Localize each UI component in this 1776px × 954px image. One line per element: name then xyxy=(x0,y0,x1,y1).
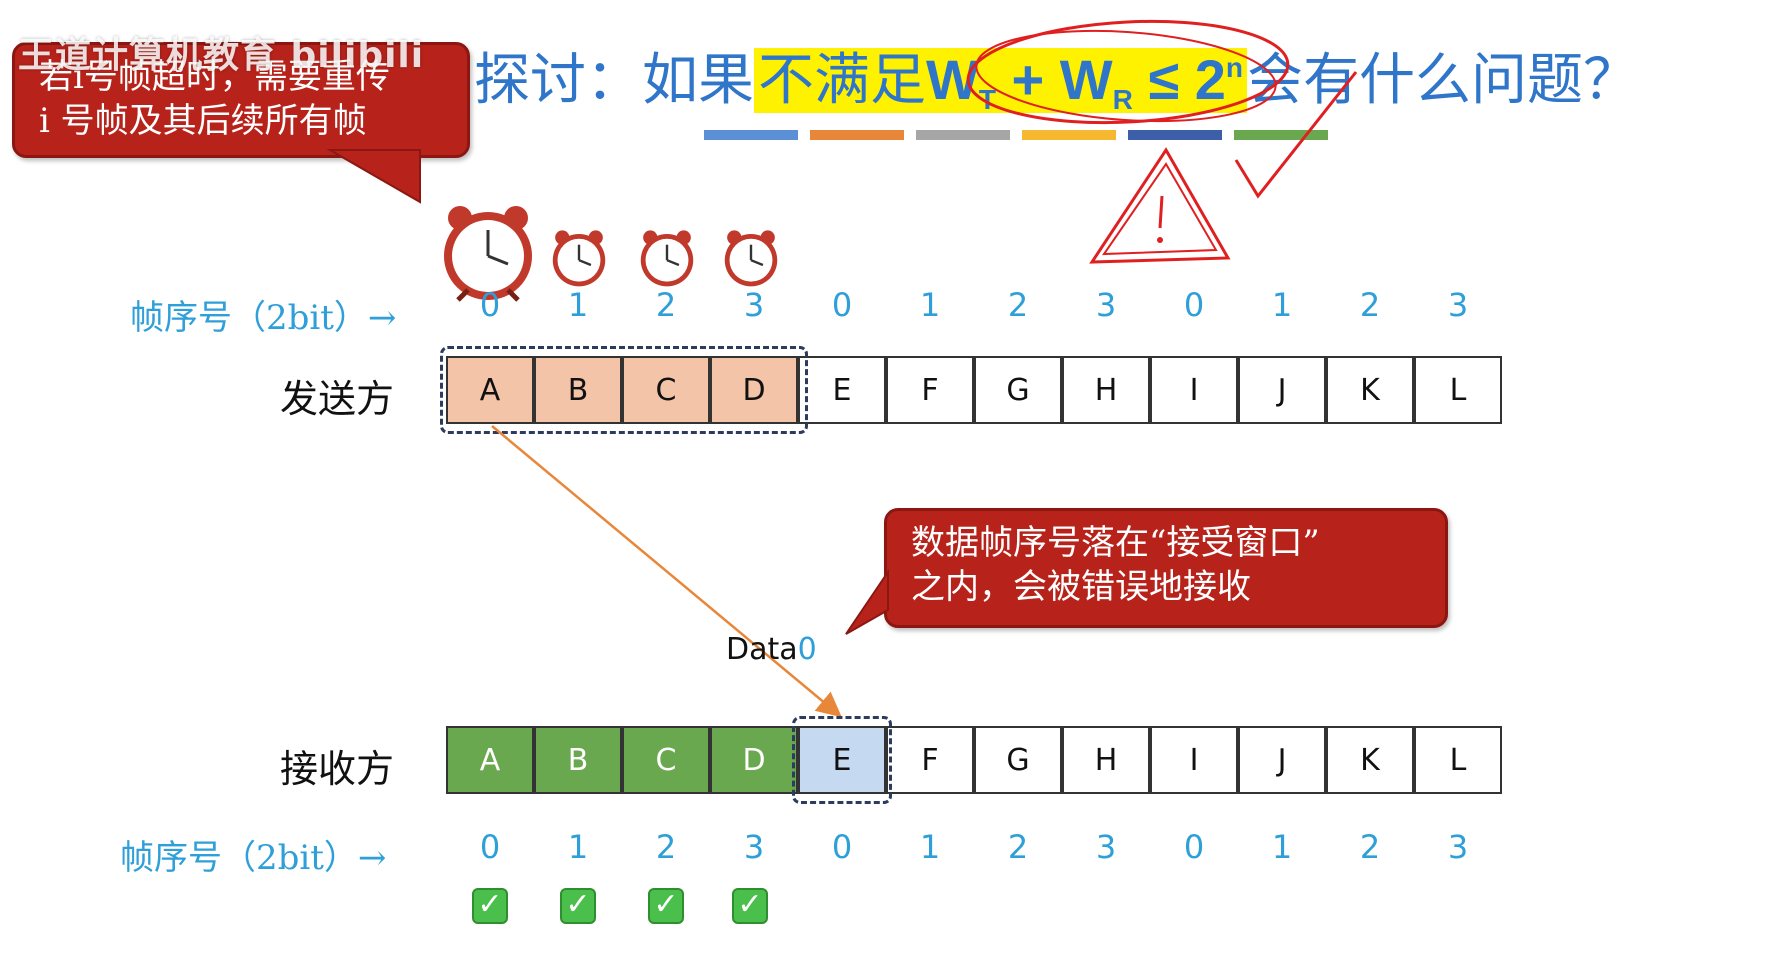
receive-window-outline xyxy=(792,716,892,804)
sender-seq-num: 0 xyxy=(479,286,501,324)
sender-frame: H xyxy=(1062,356,1150,424)
alarm-clock-icon xyxy=(552,230,606,287)
alarm-clock-icon xyxy=(724,230,778,287)
sender-frame: B xyxy=(534,356,622,424)
title-suffix: 会有什么问题？ xyxy=(1247,48,1639,113)
title-highlight: 不满足WT + WR ≤ 2n xyxy=(754,48,1247,115)
receiver-seq-num: 1 xyxy=(1271,828,1293,866)
timeout-callout: 若i号帧超时，需要重传 i 号帧及其后续所有帧 xyxy=(12,42,470,158)
sender-frame: C xyxy=(622,356,710,424)
sender-seq-label: 帧序号（2bit）→ xyxy=(130,298,397,338)
sender-frame: F xyxy=(886,356,974,424)
receiver-seq-num: 0 xyxy=(1183,828,1205,866)
receiver-frame: A xyxy=(446,726,534,794)
receiver-seq-num: 1 xyxy=(567,828,589,866)
sender-seq-num: 0 xyxy=(831,286,853,324)
sender-seq-num: 1 xyxy=(919,286,941,324)
decor-bar-3 xyxy=(916,130,1010,140)
receiver-seq-num: 1 xyxy=(919,828,941,866)
receiver-frame: F xyxy=(886,726,974,794)
check-icon: ✓ xyxy=(648,888,684,924)
alarm-clock-icon xyxy=(444,206,532,302)
formula-circle-annotation xyxy=(966,19,1290,125)
data-frame-label: Data0 xyxy=(726,632,817,667)
watermark-logo: 王道计算机教育 bilibili xyxy=(18,35,425,76)
sender-seq-num: 1 xyxy=(567,286,589,324)
warning-triangle-icon xyxy=(1089,147,1231,264)
receiver-seq-num: 2 xyxy=(1359,828,1381,866)
receiver-frame: L xyxy=(1414,726,1502,794)
sender-seq-num: 2 xyxy=(655,286,677,324)
accept-callout-line2: 之内，会被错误地接收 xyxy=(911,567,1251,607)
receiver-seq-num: 3 xyxy=(1095,828,1117,866)
sender-seq-num: 0 xyxy=(1183,286,1205,324)
sender-frame: A xyxy=(446,356,534,424)
sender-seq-num: 3 xyxy=(743,286,765,324)
sender-seq-num: 2 xyxy=(1359,286,1381,324)
slide-title: 探讨：如果不满足WT + WR ≤ 2n会有什么问题？ xyxy=(474,28,1639,115)
accept-callout-line1: 数据帧序号落在“接受窗口” xyxy=(911,523,1320,563)
decor-bar-6 xyxy=(1234,130,1328,140)
timeout-callout-line2: i 号帧及其后续所有帧 xyxy=(39,101,367,141)
decor-bar-4 xyxy=(1022,130,1116,140)
sender-seq-num: 2 xyxy=(1007,286,1029,324)
sender-frame: L xyxy=(1414,356,1502,424)
receiver-seq-num: 0 xyxy=(831,828,853,866)
decor-bar-2 xyxy=(810,130,904,140)
receiver-frame: D xyxy=(710,726,798,794)
sender-frame: I xyxy=(1150,356,1238,424)
receiver-frame: K xyxy=(1326,726,1414,794)
check-icon: ✓ xyxy=(472,888,508,924)
send-window-outline xyxy=(440,346,808,434)
window-formula: WT + WR ≤ 2n xyxy=(926,48,1243,115)
receiver-seq-num: 2 xyxy=(655,828,677,866)
sender-seq-num: 3 xyxy=(1447,286,1469,324)
receiver-frame: H xyxy=(1062,726,1150,794)
receiver-frame: B xyxy=(534,726,622,794)
receiver-label: 接收方 xyxy=(280,747,395,791)
sender-frame: G xyxy=(974,356,1062,424)
receiver-frame: J xyxy=(1238,726,1326,794)
receiver-frame: C xyxy=(622,726,710,794)
title-prefix: 探讨：如果 xyxy=(474,48,754,113)
decor-bar-5 xyxy=(1128,130,1222,140)
sender-label: 发送方 xyxy=(280,377,395,421)
sender-frame: E xyxy=(798,356,886,424)
receiver-seq-num: 3 xyxy=(1447,828,1469,866)
decor-bar-1 xyxy=(704,130,798,140)
sender-frame: D xyxy=(710,356,798,424)
receiver-frame: G xyxy=(974,726,1062,794)
receiver-seq-num: 3 xyxy=(743,828,765,866)
sender-seq-num: 3 xyxy=(1095,286,1117,324)
check-icon: ✓ xyxy=(560,888,596,924)
receiver-seq-num: 0 xyxy=(479,828,501,866)
accept-callout: 数据帧序号落在“接受窗口” 之内，会被错误地接收 xyxy=(884,508,1448,628)
check-icon: ✓ xyxy=(732,888,768,924)
receiver-seq-num: 2 xyxy=(1007,828,1029,866)
sender-frame: J xyxy=(1238,356,1326,424)
sender-seq-num: 1 xyxy=(1271,286,1293,324)
sender-frame: K xyxy=(1326,356,1414,424)
receiver-seq-label: 帧序号（2bit）→ xyxy=(120,838,387,878)
receiver-frame: E xyxy=(798,726,886,794)
checkmark-scribble-icon xyxy=(1234,71,1358,199)
alarm-clock-icon xyxy=(640,230,694,287)
receiver-frame: I xyxy=(1150,726,1238,794)
timeout-callout-line1: 若i号帧超时，需要重传 xyxy=(39,57,390,97)
